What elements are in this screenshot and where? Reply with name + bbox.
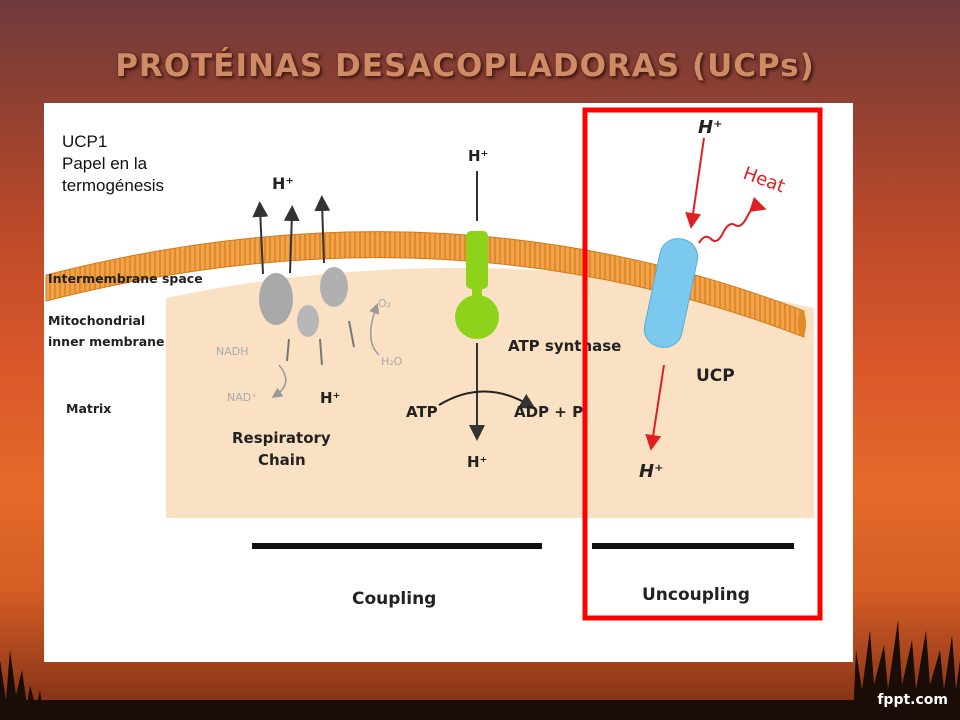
ucp-label: UCP <box>696 366 735 386</box>
caption-line-3: termogénesis <box>62 176 165 195</box>
uncoupling-label: Uncoupling <box>642 585 750 605</box>
ucp-proton-top: H⁺ <box>698 117 723 138</box>
inner-membrane <box>45 231 805 338</box>
caption-line-1: UCP1 <box>62 132 108 151</box>
adp-label: ADP + Pi <box>514 403 588 421</box>
caption-line-2: Papel en la <box>62 154 148 173</box>
figure-panel: H⁺ H⁺ NADH NAD⁺ O₂ H₂O Respiratory Chain… <box>44 103 853 662</box>
uncoupling-bar <box>592 543 794 549</box>
brand-watermark: fppt.com <box>877 692 948 708</box>
membrane-label-2: inner membrane <box>48 334 165 349</box>
atp-synthase <box>438 171 536 441</box>
atp-proton-bottom: H⁺ <box>467 453 487 471</box>
grass-silhouette <box>0 620 960 720</box>
coupling-bar <box>252 543 542 549</box>
respiratory-chain-label-2: Chain <box>258 451 306 469</box>
atp-synthase-label: ATP synthase <box>508 337 621 355</box>
intermembrane-label: Intermembrane space <box>48 271 203 286</box>
nad-label: NAD⁺ <box>227 391 257 404</box>
coupling-label: Coupling <box>352 589 436 609</box>
heat-label: Heat <box>740 163 787 197</box>
slide-title: PROTÉINAS DESACOPLADORAS (UCPs) <box>115 48 815 84</box>
matrix-label: Matrix <box>66 401 111 416</box>
o2-label: O₂ <box>378 297 391 310</box>
ucp-proton-bottom: H⁺ <box>639 461 664 482</box>
mitochondria-diagram: H⁺ H⁺ NADH NAD⁺ O₂ H₂O Respiratory Chain… <box>45 107 823 621</box>
uncoupling-highlight-box <box>582 107 823 621</box>
rc-proton-top: H⁺ <box>272 174 294 193</box>
atp-proton-top: H⁺ <box>468 147 488 165</box>
h2o-label: H₂O <box>381 355 403 368</box>
membrane-label-1: Mitochondrial <box>48 313 145 328</box>
respiratory-chain-complexes <box>252 195 380 398</box>
nadh-label: NADH <box>216 345 249 358</box>
caption: UCP1 Papel en la termogénesis <box>62 131 164 197</box>
ucp-protein <box>643 137 767 451</box>
atp-label: ATP <box>406 403 438 421</box>
rc-proton-bottom: H⁺ <box>320 389 340 407</box>
respiratory-chain-label-1: Respiratory <box>232 429 331 447</box>
